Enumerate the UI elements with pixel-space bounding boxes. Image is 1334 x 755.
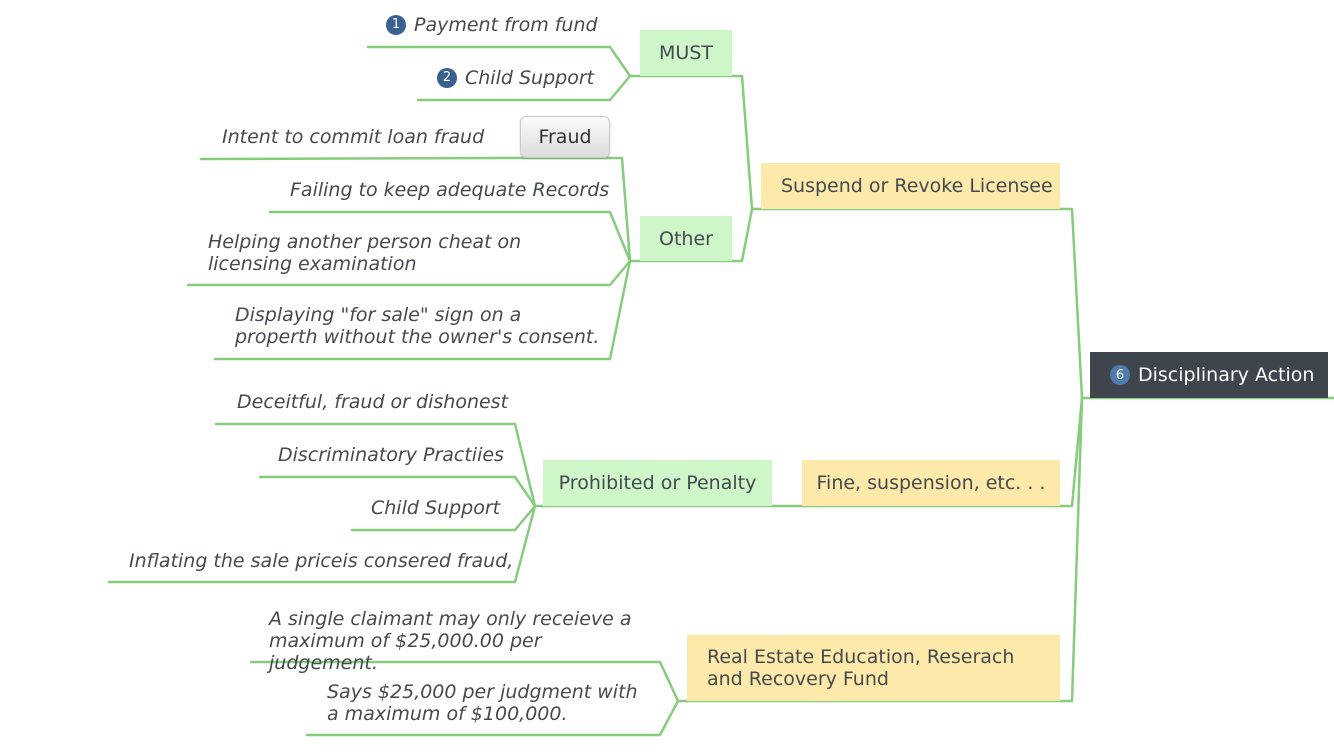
subbranch-prohibited-or-penalty[interactable]: Prohibited or Penalty	[543, 460, 772, 506]
leaf-payment-text: Payment from fund	[414, 14, 598, 36]
leaf-inflating-price[interactable]: Inflating the sale priceis consered frau…	[129, 550, 514, 572]
root-to-fund-connector	[1058, 396, 1084, 703]
must-to-child-support-connector	[416, 74, 632, 102]
branch-fund-label: Real Estate Education, Reserach and Reco…	[707, 646, 1015, 690]
leaf-child-support-prohibited[interactable]: Child Support	[371, 497, 501, 519]
branch-recovery-fund[interactable]: Real Estate Education, Reserach and Reco…	[687, 635, 1060, 701]
prohibited-to-child-support-connector	[350, 504, 537, 532]
leaf-single-claimant[interactable]: A single claimant may only receieve a ma…	[269, 608, 632, 674]
subbranch-other[interactable]: Other	[640, 216, 732, 261]
leaf-payment-from-fund[interactable]: 1 Payment from fund	[386, 14, 598, 36]
leaf-number-badge-2: 2	[437, 68, 457, 88]
leaf-failing-records[interactable]: Failing to keep adequate Records	[290, 179, 610, 201]
root-number-badge: 6	[1110, 365, 1130, 385]
fund-to-says-connector	[305, 699, 680, 737]
branch-suspend-label: Suspend or Revoke Licensee	[781, 175, 1053, 197]
other-to-records-connector	[268, 210, 632, 263]
leaf-deceitful[interactable]: Deceitful, fraud or dishonest	[237, 391, 509, 413]
other-to-sign-connector	[213, 259, 632, 361]
leaf-child-support-text: Child Support	[465, 67, 595, 89]
prohibited-to-discriminatory-connector	[258, 475, 537, 508]
subbranch-prohibited-label: Prohibited or Penalty	[558, 472, 757, 494]
prohibited-to-deceitful-connector	[214, 422, 537, 508]
leaf-helping-cheat[interactable]: Helping another person cheat on licensin…	[208, 231, 522, 275]
root-to-suspend-connector	[1058, 207, 1084, 400]
leaf-discriminatory[interactable]: Discriminatory Practiies	[278, 444, 504, 466]
branch-fine-suspension[interactable]: Fine, suspension, etc. . .	[802, 460, 1060, 506]
root-to-fine-connector	[1058, 396, 1084, 508]
fund-to-claimant-connector	[249, 660, 680, 703]
branch-suspend-or-revoke[interactable]: Suspend or Revoke Licensee	[761, 163, 1060, 209]
branch-fine-label: Fine, suspension, etc. . .	[816, 472, 1046, 494]
other-to-fraud-connector	[199, 156, 632, 263]
leaf-number-badge-1: 1	[386, 15, 406, 35]
leaf-says-25000[interactable]: Says $25,000 per judgment with a maximum…	[327, 681, 638, 725]
leaf-child-support-must[interactable]: 2 Child Support	[437, 67, 594, 89]
root-node-disciplinary-action[interactable]: 6 Disciplinary Action	[1090, 352, 1328, 398]
fraud-callout-text: Fraud	[538, 126, 592, 148]
suspend-to-must-connector	[730, 74, 754, 211]
root-label: Disciplinary Action	[1138, 364, 1315, 386]
leaf-intent-loan-fraud[interactable]: Intent to commit loan fraud	[222, 126, 485, 148]
suspend-to-other-connector	[730, 207, 754, 263]
subbranch-must[interactable]: MUST	[640, 30, 732, 76]
leaf-for-sale-sign[interactable]: Displaying "for sale" sign on a properth…	[235, 304, 600, 348]
subbranch-must-label: MUST	[659, 42, 713, 64]
fraud-callout-label[interactable]: Fraud	[520, 116, 610, 158]
must-to-payment-connector	[366, 45, 632, 78]
subbranch-other-label: Other	[659, 227, 713, 250]
other-to-cheat-connector	[186, 259, 632, 287]
prohibited-to-inflating-connector	[107, 504, 537, 584]
